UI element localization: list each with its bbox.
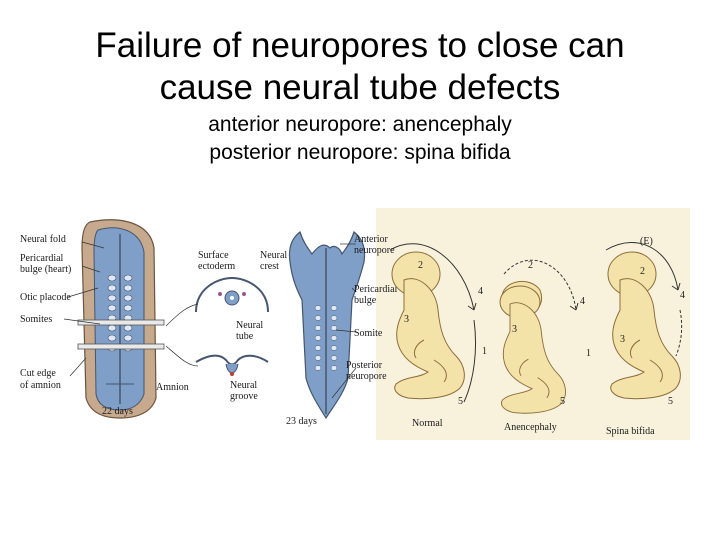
label-neural-fold: Neural fold — [20, 234, 66, 245]
label-amnion: Amnion — [156, 382, 189, 393]
label-somite: Somite — [354, 328, 383, 339]
cross-section-neural-groove — [195, 354, 269, 376]
neural-tube-figure: Neural fold Pericardial bulge (heart) Ot… — [20, 208, 690, 440]
anencephaly-marker-4: 4 — [580, 296, 585, 307]
embryo-23-days — [288, 231, 366, 420]
label-surface-1: Surface — [198, 250, 229, 261]
panel-letter: (E) — [640, 236, 653, 247]
caption-spina-bifida: Spina bifida — [606, 426, 655, 437]
spina-marker-3: 3 — [620, 334, 625, 345]
label-pericardial-bulge-2: bulge — [354, 295, 377, 306]
fetus-spina-bifida — [605, 241, 683, 400]
label-otic-placode: Otic placode — [20, 292, 71, 303]
anencephaly-marker-3: 3 — [512, 324, 517, 335]
label-pericardial-2: bulge (heart) — [20, 264, 71, 275]
fetus-normal — [389, 243, 477, 403]
fetus-anencephaly — [499, 259, 579, 414]
slide-title-line-1: Failure of neuropores to close can — [95, 26, 625, 65]
normal-marker-4: 4 — [478, 286, 483, 297]
label-neural-tube-2: tube — [236, 331, 254, 342]
label-anterior-1: Anterior — [354, 234, 389, 245]
label-neural-groove-2: groove — [230, 391, 258, 402]
label-pericardial-bulge-1: Pericardial — [354, 284, 398, 295]
label-neural-groove-1: Neural — [230, 380, 257, 391]
label-neural-crest-1: Neural — [260, 250, 287, 261]
cross-section-neural-tube — [195, 276, 269, 313]
slide-title-line-2: cause neural tube defects — [159, 68, 561, 107]
subtitle-anterior: anterior neuropore: anencephaly — [208, 113, 512, 136]
label-cut-edge-2: of amnion — [20, 380, 61, 391]
normal-marker-5: 5 — [458, 396, 463, 407]
spina-marker-2: 2 — [640, 266, 645, 277]
normal-marker-1: 1 — [482, 346, 487, 357]
left-leader-lines — [63, 241, 105, 377]
spina-marker-4: 4 — [680, 290, 685, 301]
label-pericardial-1: Pericardial — [20, 253, 64, 264]
label-23-days: 23 days — [286, 416, 317, 427]
anencephaly-marker-5: 5 — [560, 396, 565, 407]
label-cut-edge-1: Cut edge — [20, 368, 56, 379]
anencephaly-marker-2: 2 — [528, 260, 533, 271]
caption-normal: Normal — [412, 418, 443, 429]
label-anterior-2: neuropore — [354, 245, 395, 256]
label-somites: Somites — [20, 314, 52, 325]
anencephaly-marker-1: 1 — [586, 348, 591, 359]
label-surface-2: ectoderm — [198, 261, 235, 272]
label-posterior-1: Posterior — [346, 360, 383, 371]
normal-marker-2: 2 — [418, 260, 423, 271]
caption-anencephaly: Anencephaly — [504, 422, 557, 433]
normal-marker-3: 3 — [404, 314, 409, 325]
label-neural-crest-2: crest — [260, 261, 279, 272]
subtitle-posterior: posterior neuropore: spina bifida — [209, 141, 511, 164]
label-neural-tube-1: Neural — [236, 320, 263, 331]
spina-marker-5: 5 — [668, 396, 673, 407]
label-posterior-2: neuropore — [346, 371, 387, 382]
label-22-days: 22 days — [102, 406, 133, 417]
embryo-22-days — [77, 219, 165, 419]
